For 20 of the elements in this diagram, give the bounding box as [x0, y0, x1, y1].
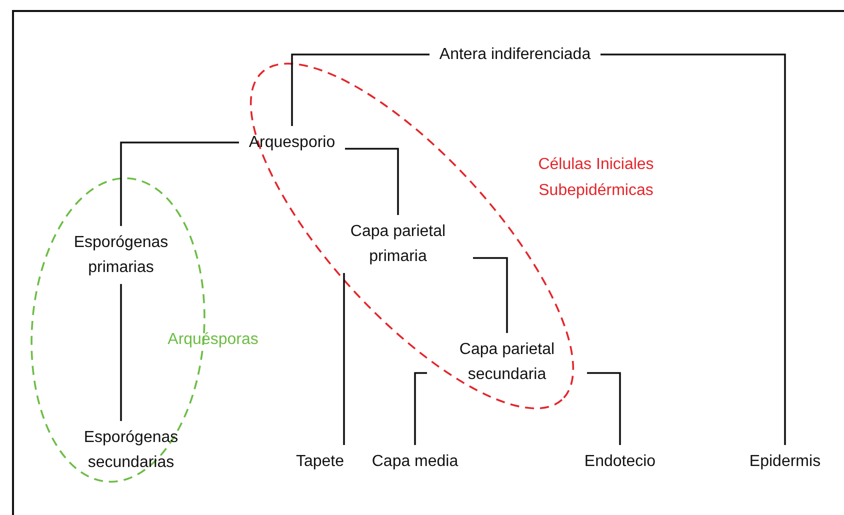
connector-line: [120, 284, 122, 421]
node-label: Capa parietal primaria: [331, 219, 465, 269]
connector-line: [343, 273, 345, 445]
node-label: Epidermis: [747, 449, 823, 474]
connector-line: [345, 148, 399, 215]
connector-line: [291, 54, 430, 126]
connector-line: [120, 142, 239, 226]
node-label: Esporógenas secundarias: [59, 425, 203, 475]
connector-line: [473, 257, 508, 333]
node-label: Antera indiferenciada: [437, 42, 593, 67]
node-label: Esporógenas primarias: [59, 230, 183, 280]
node-label: Arquesporio: [246, 130, 338, 155]
connector-line: [414, 372, 427, 445]
group-label: Células Iniciales Subepidérmicas: [537, 155, 655, 201]
node-label: Capa media: [370, 449, 460, 474]
node-label: Capa parietal secundaria: [435, 337, 579, 387]
node-label: Tapete: [294, 449, 346, 474]
connector-line: [600, 54, 786, 445]
connector-line: [587, 372, 621, 445]
node-label: Endotecio: [582, 449, 658, 474]
